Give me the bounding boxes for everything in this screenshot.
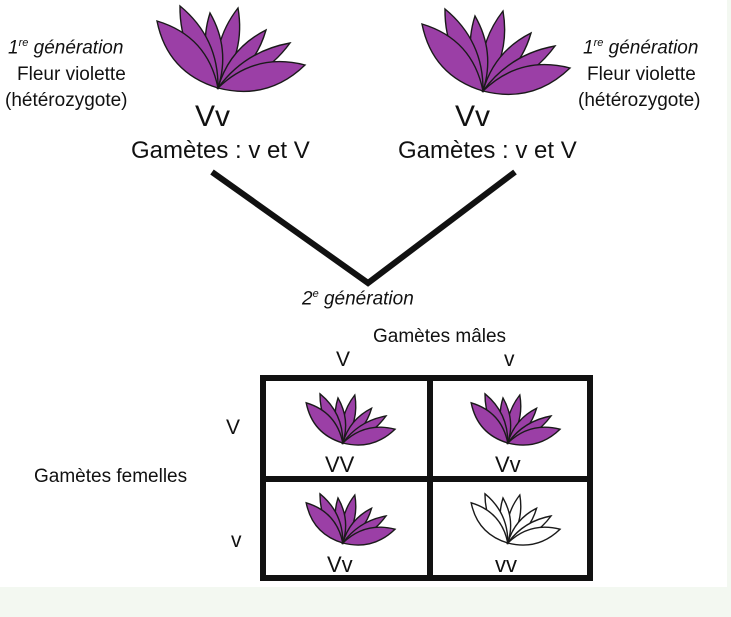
female-allele-1: V: [226, 416, 241, 439]
diagram-canvas: 1re génération Fleur violette (hétérozyg…: [0, 0, 727, 587]
petal: [305, 501, 344, 545]
parent-right-flower-icon: [421, 7, 572, 96]
petal: [216, 60, 307, 93]
gen-num: 1: [8, 37, 19, 59]
petal: [341, 426, 397, 446]
cell-flower-icon-1: [305, 392, 397, 446]
cell-genotype-4: vv: [495, 552, 517, 577]
parent-left-zygosity: (hétérozygote): [5, 90, 128, 111]
gen-sup: e: [312, 288, 319, 300]
gen-sup: re: [18, 37, 29, 49]
parent-right-genotype: Vv: [455, 100, 491, 133]
parent-left-flower-icon: [156, 4, 307, 93]
gen-num: 1: [583, 37, 594, 59]
cell-flower-icon-3: [305, 492, 397, 546]
second-generation-label: 2e génération: [302, 288, 414, 310]
parent-right-generation: 1re génération: [583, 37, 699, 59]
cell-genotype-3: Vv: [327, 552, 353, 577]
male-allele-1: V: [336, 348, 351, 371]
cell-genotype-1: VV: [325, 452, 355, 477]
gen-word: génération: [318, 288, 414, 310]
parent-left-generation: 1re génération: [8, 37, 124, 59]
cell-flower-icon-2: [470, 392, 562, 446]
petal: [305, 401, 344, 445]
petal: [341, 526, 397, 546]
female-allele-2: v: [231, 529, 242, 552]
male-allele-2: v: [504, 348, 515, 371]
parent-left-phenotype: Fleur violette: [17, 64, 126, 85]
petal: [506, 526, 562, 546]
parent-right-gametes: Gamètes : v et V: [398, 137, 577, 164]
petal: [470, 501, 509, 545]
punnett-grid: [260, 375, 593, 581]
cross-lines: [210, 169, 517, 287]
parent-right-phenotype: Fleur violette: [587, 64, 696, 85]
petal: [506, 426, 562, 446]
gen-word: génération: [28, 37, 124, 59]
gen-num: 2: [302, 288, 313, 310]
parent-left-gametes: Gamètes : v et V: [131, 137, 310, 164]
petal: [421, 22, 484, 93]
gen-sup: re: [593, 37, 604, 49]
petal: [481, 63, 572, 96]
cell-genotype-2: Vv: [495, 452, 521, 477]
petal: [470, 401, 509, 445]
diagram-graphics: [156, 4, 593, 581]
male-gametes-title: Gamètes mâles: [373, 326, 507, 347]
parent-left-genotype: Vv: [195, 100, 231, 133]
gen-word: génération: [603, 37, 699, 59]
parent-right-zygosity: (hétérozygote): [578, 90, 701, 111]
female-gametes-title: Gamètes femelles: [34, 466, 188, 487]
cell-flower-icon-4: [470, 492, 562, 546]
petal: [156, 19, 219, 90]
